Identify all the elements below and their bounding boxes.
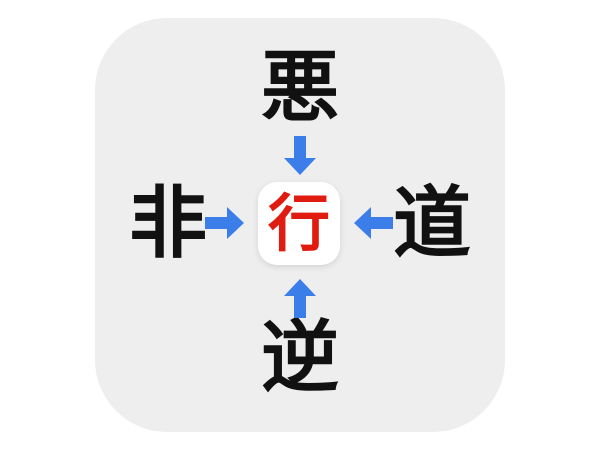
- arrow-right-icon: [205, 206, 245, 240]
- arrow-up-icon: [283, 278, 317, 318]
- kanji-node-right: 道: [392, 179, 471, 269]
- arrow-left-icon: [353, 206, 393, 240]
- kanji-node-left: 非: [128, 179, 207, 269]
- arrow-down-icon: [283, 136, 317, 176]
- kanji-node-top: 悪: [260, 43, 339, 133]
- center-kanji: 行: [267, 186, 330, 260]
- kanji-node-bottom: 逆: [260, 313, 339, 403]
- center-card: 行: [258, 182, 340, 265]
